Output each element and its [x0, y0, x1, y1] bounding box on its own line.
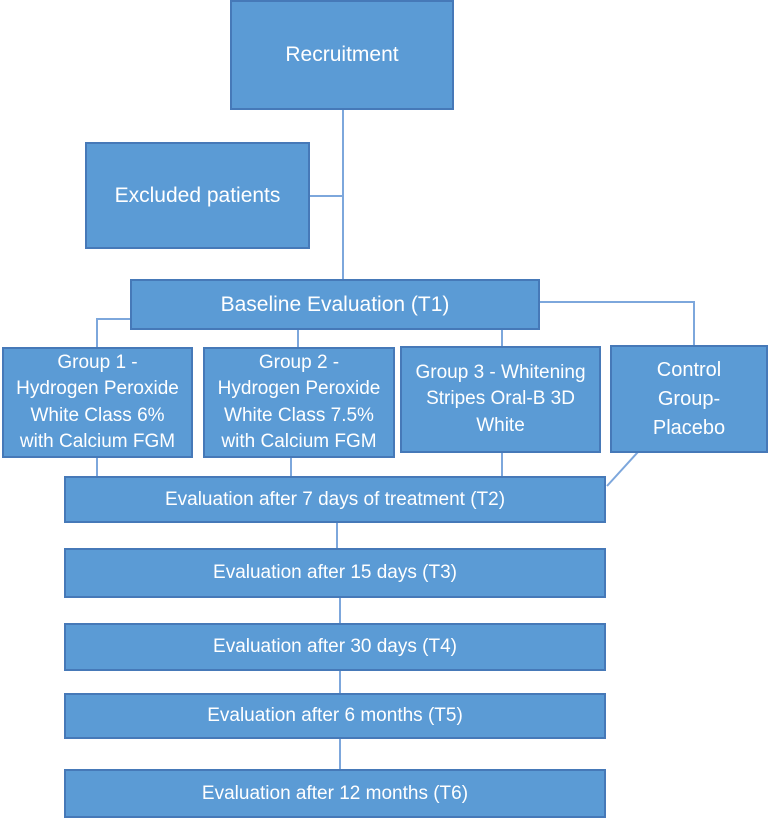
node-evaluation-t6: Evaluation after 12 months (T6)	[64, 769, 606, 818]
node-evaluation-t5: Evaluation after 6 months (T5)	[64, 693, 606, 739]
node-baseline-evaluation-t1: Baseline Evaluation (T1)	[130, 279, 540, 330]
node-evaluation-t4-label: Evaluation after 30 days (T4)	[213, 636, 457, 657]
connector-excluded-patients	[308, 195, 344, 197]
connector-group3-to-t2	[501, 453, 503, 476]
node-evaluation-t6-label: Evaluation after 12 months (T6)	[201, 782, 469, 804]
connector-t3-to-t4	[339, 598, 341, 623]
node-control-group-placebo: Control Group- Placebo	[610, 345, 768, 453]
connector-t4-to-t5	[339, 671, 341, 693]
connector-baseline-to-group1-vertical	[96, 318, 98, 347]
connector-baseline-to-control-horizontal	[540, 301, 695, 303]
connector-group2-to-t2	[290, 458, 292, 476]
connector-t5-to-t6	[339, 739, 341, 769]
node-excluded-patients: Excluded patients	[85, 142, 310, 249]
connector-control-to-t2-diagonal	[606, 451, 639, 487]
node-evaluation-t2: Evaluation after 7 days of treatment (T2…	[64, 476, 606, 523]
node-recruitment-label: Recruitment	[285, 43, 399, 66]
connector-t2-to-t3	[336, 523, 338, 548]
node-group3-label: Group 3 - Whitening Stripes Oral-B 3D Wh…	[415, 362, 586, 436]
node-group2-label: Group 2 - Hydrogen Peroxide White Class …	[217, 352, 381, 452]
node-group2-hydrogen-peroxide-7-5: Group 2 - Hydrogen Peroxide White Class …	[203, 347, 395, 458]
node-group3-whitening-stripes: Group 3 - Whitening Stripes Oral-B 3D Wh…	[400, 346, 601, 453]
node-group1-hydrogen-peroxide-6: Group 1 - Hydrogen Peroxide White Class …	[2, 347, 193, 458]
connector-group1-to-t2	[96, 458, 98, 476]
connector-baseline-to-group3	[501, 330, 503, 346]
node-evaluation-t3: Evaluation after 15 days (T3)	[64, 548, 606, 598]
node-recruitment: Recruitment	[230, 0, 454, 110]
connector-recruitment-to-baseline	[342, 110, 344, 279]
node-excluded-patients-label: Excluded patients	[114, 183, 281, 207]
node-control-group-label: Control Group- Placebo	[652, 358, 726, 439]
connector-baseline-to-control-vertical	[693, 301, 695, 345]
node-group1-label: Group 1 - Hydrogen Peroxide White Class …	[16, 352, 179, 452]
node-evaluation-t4: Evaluation after 30 days (T4)	[64, 623, 606, 671]
node-baseline-evaluation-t1-label: Baseline Evaluation (T1)	[220, 292, 450, 316]
node-evaluation-t5-label: Evaluation after 6 months (T5)	[207, 705, 463, 726]
connector-baseline-to-group2	[297, 330, 299, 347]
node-evaluation-t2-label: Evaluation after 7 days of treatment (T2…	[164, 488, 506, 510]
connector-baseline-to-group1-horizontal	[96, 318, 132, 320]
node-evaluation-t3-label: Evaluation after 15 days (T3)	[213, 562, 457, 583]
